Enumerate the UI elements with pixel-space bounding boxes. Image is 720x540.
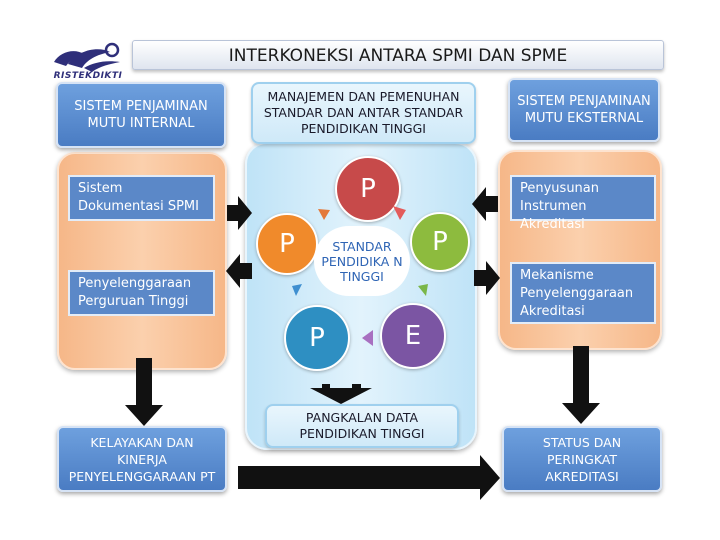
standar-center: STANDAR PENDIDIKA N TINGGI [314, 226, 410, 296]
arrow-left-spmi-2 [226, 254, 252, 288]
spme-header: SISTEM PENJAMINAN MUTU EKSTERNAL [508, 78, 660, 142]
arrow-left-spme-1 [472, 187, 498, 221]
page-title: INTERKONEKSI ANTARA SPMI DAN SPME [132, 40, 664, 70]
cycle-top-circle: P [335, 156, 401, 222]
arrow-down-spme [562, 346, 600, 424]
cycle-bottom-left-letter: P [309, 323, 325, 353]
cycle-arrow-right [418, 284, 428, 296]
spmi-box-dokumentasi: Sistem Dokumentasi SPMI [68, 175, 215, 221]
arrow-down-center [310, 384, 372, 404]
cycle-top-letter: P [360, 174, 376, 204]
spme-box-mekanisme: Mekanisme Penyelenggaraan Akreditasi [510, 262, 656, 324]
cycle-left-circle: P [256, 213, 318, 275]
arrow-right-spmi-1 [227, 196, 252, 230]
ristekdikti-logo-icon [54, 42, 120, 72]
cycle-bottom-left-circle: P [284, 305, 350, 371]
logo-text: RISTEKDIKTI [53, 71, 123, 81]
spme-result-label: STATUS DAN PERINGKAT AKREDITASI [542, 434, 622, 484]
cycle-arrow-top-left [318, 209, 330, 220]
spmi-result-label: KELAYAKAN DAN KINERJA PENYELENGGARAAN PT [68, 434, 216, 484]
cycle-bottom-right-letter: E [404, 321, 422, 351]
pddikti-box: PANGKALAN DATA PENDIDIKAN TINGGI [265, 404, 459, 448]
cycle-right-letter: P [432, 227, 448, 257]
arrow-down-spmi [125, 358, 163, 426]
cycle-left-letter: P [279, 229, 295, 259]
arrow-right-spme-2 [474, 261, 500, 295]
cycle-bottom-right-circle: E [380, 303, 446, 369]
arrow-right-bottom [238, 455, 500, 500]
spme-box-penyusunan: Penyusunan Instrumen Akreditasi [510, 175, 656, 232]
spmi-box-penyelenggaraan: Penyelenggaraan Perguruan Tinggi [68, 270, 215, 316]
spmi-header: SISTEM PENJAMINAN MUTU INTERNAL [56, 82, 226, 148]
manajemen-header: MANAJEMEN DAN PEMENUHAN STANDAR DAN ANTA… [251, 82, 476, 144]
cycle-arrow-left [292, 284, 302, 296]
spmi-result: KELAYAKAN DAN KINERJA PENYELENGGARAAN PT [57, 426, 227, 492]
cycle-arrow-bottom [362, 330, 373, 346]
spme-result: STATUS DAN PERINGKAT AKREDITASI [502, 426, 662, 492]
cycle-right-circle: P [410, 212, 470, 272]
cycle-arrow-top-right [393, 206, 406, 220]
